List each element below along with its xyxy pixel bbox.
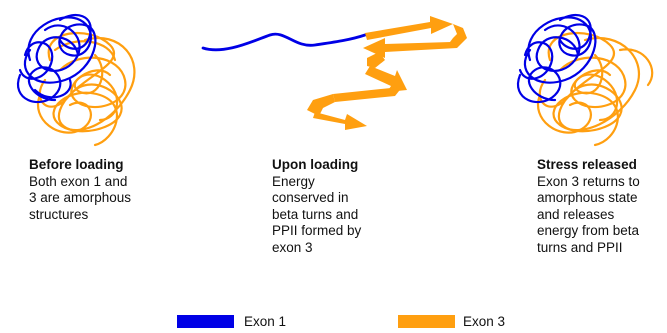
- exon1-stretched-chain: [201, 32, 367, 52]
- legend-swatch-exon3: [398, 315, 455, 328]
- upon-loading-caption: Upon loading Energy conserved in beta tu…: [272, 157, 422, 256]
- legend-label: Exon 3: [463, 314, 506, 329]
- stress-released-caption: Stress released Exon 3 returns to amorph…: [537, 157, 667, 256]
- legend-exon1: Exon 1: [177, 314, 317, 331]
- upon-loading-structure: [201, 16, 467, 130]
- before-loading-caption: Before loading Both exon 1 and 3 are amo…: [29, 157, 179, 223]
- panel-title: Before loading: [29, 157, 124, 172]
- panel-description: Both exon 1 and 3 are amorphous structur…: [29, 173, 132, 222]
- stress-released-tangle: [516, 13, 654, 147]
- legend-label: Exon 1: [244, 314, 287, 329]
- exon3-beta-strands: [307, 16, 467, 130]
- legend-exon3: Exon 3: [398, 314, 538, 331]
- panel-description: Energy conserved in beta turns and PPII …: [272, 173, 362, 255]
- exon1-coil: [16, 13, 97, 104]
- before-loading-tangle: [16, 13, 136, 147]
- panel-title: Stress released: [537, 157, 637, 172]
- panel-title: Upon loading: [272, 157, 359, 172]
- panel-description: Exon 3 returns to amorphous state and re…: [537, 173, 640, 255]
- exon1-coil: [516, 13, 597, 104]
- legend-swatch-exon1: [177, 315, 234, 328]
- exon3-coil: [537, 31, 654, 147]
